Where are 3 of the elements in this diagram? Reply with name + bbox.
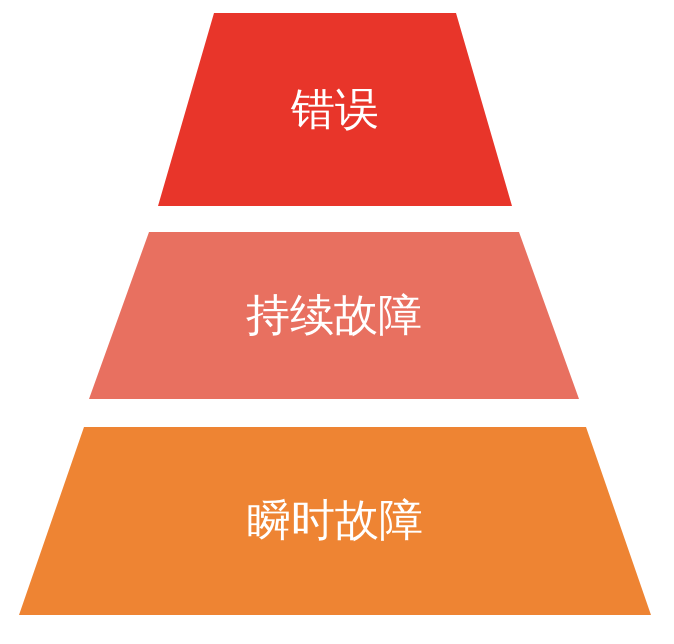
pyramid-level: 持续故障 bbox=[89, 232, 579, 399]
pyramid-level: 错误 bbox=[158, 13, 512, 206]
pyramid-level: 瞬时故障 bbox=[19, 427, 651, 615]
